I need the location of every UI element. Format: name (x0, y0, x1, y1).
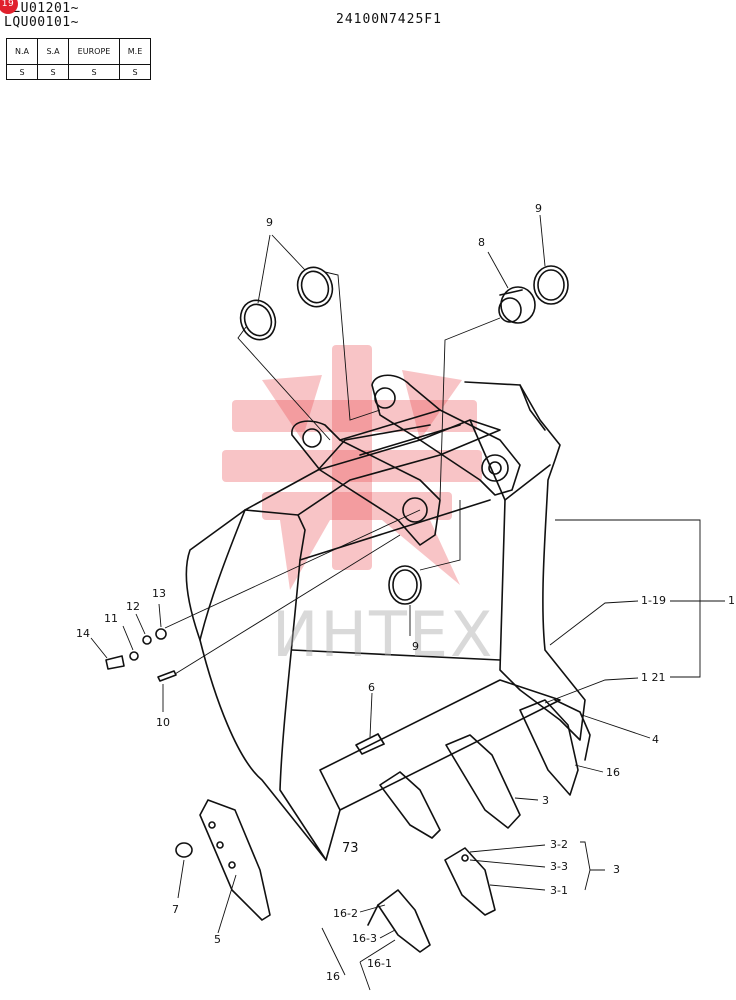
callout-10: 10 (156, 716, 170, 729)
callout-11: 11 (104, 612, 118, 625)
o-ring-9-right (533, 265, 569, 305)
o-ring-9-mid (296, 266, 334, 308)
callout-9-a: 9 (266, 216, 273, 229)
page-badge: 19 (0, 0, 18, 14)
cutting-edge (319, 679, 561, 811)
callout-9-b: 9 (535, 202, 542, 215)
callout-9-c: 9 (412, 640, 419, 653)
leader-lines (90, 214, 725, 991)
bushing-8 (498, 286, 536, 324)
bucket-mark: 73 (342, 841, 359, 856)
bucket-shell (185, 509, 327, 861)
callout-1-21: 1 21 (641, 671, 666, 684)
market-header-na: N.A (6, 38, 38, 65)
callout-16-2: 16-2 (333, 907, 358, 920)
tooth-right (519, 699, 579, 796)
tooth-mid (445, 734, 521, 829)
callout-6: 6 (368, 681, 375, 694)
callout-3-b: 3 (613, 863, 620, 876)
callout-4: 4 (652, 733, 659, 746)
watermark-logo (222, 345, 482, 590)
market-table-value-row: S S S S (6, 64, 151, 80)
tooth-left (379, 771, 441, 839)
callout-14: 14 (76, 627, 90, 640)
link-lug-right (371, 374, 521, 496)
callout-16-3: 16-3 (352, 932, 377, 945)
callout-16-b: 16 (326, 970, 340, 983)
o-ring-9-left (239, 299, 277, 341)
market-value-europe: S (68, 64, 120, 80)
bucket-back-plate (244, 419, 501, 516)
link-lug-left (291, 420, 441, 546)
washer-13 (155, 628, 167, 640)
callout-16-a: 16 (606, 766, 620, 779)
serial-range-1-text: LLU01201~ (4, 1, 79, 16)
serial-range-2: LQU00101~ (4, 15, 79, 30)
bolt-14 (105, 655, 125, 670)
bucket-side-plate (464, 381, 586, 741)
callout-3-1: 3-1 (550, 884, 568, 897)
callout-1-19: 1-19 (641, 594, 666, 607)
callout-16-1: 16-1 (367, 957, 392, 970)
watermark-text: ИНТЕХ (272, 598, 495, 671)
tooth-3-1 (444, 847, 496, 916)
callout-13: 13 (152, 587, 166, 600)
callout-3-3: 3-3 (550, 860, 568, 873)
callout-3-a: 3 (542, 794, 549, 807)
callout-3-2: 3-2 (550, 838, 568, 851)
washer-12 (142, 635, 152, 645)
callout-8: 8 (478, 236, 485, 249)
callout-5: 5 (214, 933, 221, 946)
o-ring-9-lower (388, 565, 422, 605)
callout-1: 1 (728, 594, 735, 607)
nut-7 (175, 842, 193, 858)
callout-7: 7 (172, 903, 179, 916)
market-table: N.A S.A EUROPE M.E S S S S (6, 38, 151, 80)
market-value-me: S (119, 64, 151, 80)
side-cutter-5 (199, 799, 271, 921)
pin-10 (157, 670, 177, 682)
callout-12: 12 (126, 600, 140, 613)
ring-11 (129, 651, 139, 661)
serial-range-1: 19 LLU01201~ (0, 0, 79, 16)
document-code: 24100N7425F1 (336, 12, 442, 27)
tooth-16-3 (377, 889, 431, 953)
market-header-europe: EUROPE (68, 38, 120, 65)
